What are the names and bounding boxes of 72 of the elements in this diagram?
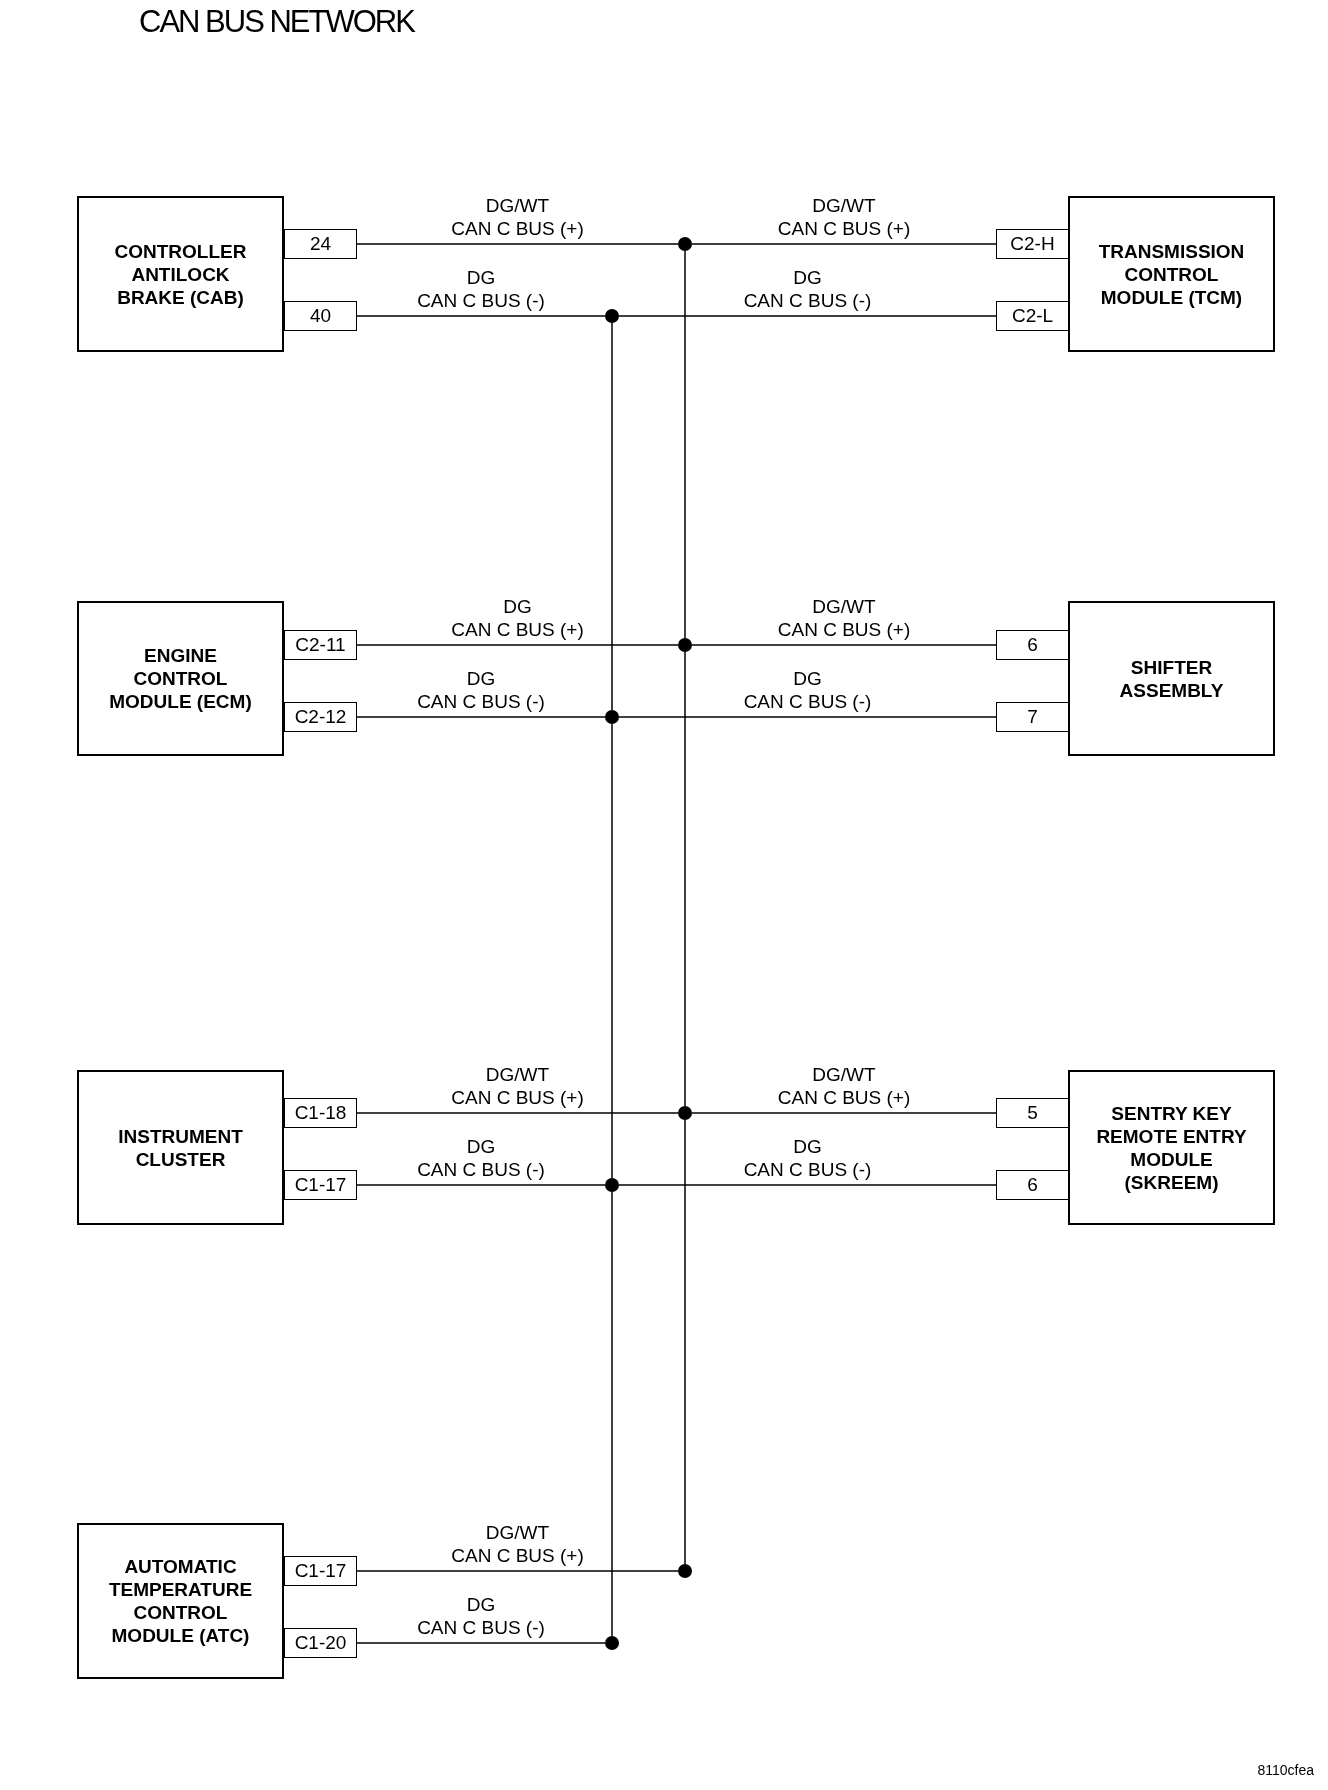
splice-dot — [678, 638, 692, 652]
splice-dot — [605, 1636, 619, 1650]
wire — [356, 644, 679, 646]
wire-label: DG CAN C BUS (+) — [451, 595, 584, 641]
wire-label: DG CAN C BUS (-) — [743, 667, 872, 713]
pin-box: 24 — [284, 229, 357, 259]
wire-label: DG CAN C BUS (-) — [417, 1135, 545, 1181]
pin-box: C1-17 — [284, 1170, 357, 1200]
wire-label: DG/WT CAN C BUS (+) — [777, 595, 911, 641]
pin-box: C2-12 — [284, 702, 357, 732]
wire-label: DG/WT CAN C BUS (+) — [451, 194, 584, 240]
module-name: SHIFTER ASSEMBLY — [1118, 655, 1225, 702]
module-box — [77, 1070, 284, 1225]
pin-box: C2-H — [996, 229, 1069, 259]
splice-dot — [678, 237, 692, 251]
pin-box: C1-17 — [284, 1556, 357, 1586]
wire-label: DG/WT CAN C BUS (+) — [451, 1063, 584, 1109]
splice-dot — [605, 710, 619, 724]
module-name: TRANSMISSION CONTROL MODULE (TCM) — [1097, 239, 1246, 309]
module-name: AUTOMATIC TEMPERATURE CONTROL MODULE (ATC) — [107, 1555, 254, 1647]
pin-box: C1-20 — [284, 1628, 357, 1658]
wire — [356, 1112, 679, 1114]
wire — [356, 716, 606, 718]
splice-dot — [678, 1106, 692, 1120]
wire — [691, 243, 997, 245]
pin-box: C2-L — [996, 301, 1069, 331]
wire-label: DG CAN C BUS (-) — [743, 1135, 872, 1181]
wire-label: DG CAN C BUS (-) — [417, 266, 545, 312]
module-box — [77, 1523, 284, 1679]
pin-box: 6 — [996, 1170, 1069, 1200]
wire-label: DG/WT CAN C BUS (+) — [777, 1063, 911, 1109]
wire — [356, 243, 679, 245]
wire — [618, 716, 997, 718]
wire — [684, 250, 686, 639]
pin-box: 40 — [284, 301, 357, 331]
wire-label: DG CAN C BUS (-) — [417, 667, 545, 713]
module-box — [77, 196, 284, 352]
wire — [618, 1184, 997, 1186]
wire — [611, 322, 613, 711]
wire — [611, 1191, 613, 1637]
wire-label: DG/WT CAN C BUS (+) — [451, 1521, 584, 1567]
wire-label: DG CAN C BUS (-) — [417, 1593, 545, 1639]
module-name: ENGINE CONTROL MODULE (ECM) — [108, 644, 253, 713]
wire — [356, 1570, 679, 1572]
splice-dot — [605, 309, 619, 323]
splice-dot — [605, 1178, 619, 1192]
module-box — [1068, 1070, 1275, 1225]
module-name: INSTRUMENT CLUSTER — [117, 1124, 244, 1171]
wire-label: DG CAN C BUS (-) — [743, 266, 872, 312]
wire — [356, 315, 606, 317]
figure-code: 8110cfea — [1257, 1762, 1314, 1778]
diagram-title: CAN BUS NETWORK — [139, 4, 414, 40]
wire-label: DG/WT CAN C BUS (+) — [777, 194, 911, 240]
splice-dot — [678, 1564, 692, 1578]
wire — [684, 1119, 686, 1565]
module-box — [1068, 601, 1275, 756]
module-name: CONTROLLER ANTILOCK BRAKE (CAB) — [113, 239, 248, 309]
wire — [611, 723, 613, 1179]
module-name: SENTRY KEY REMOTE ENTRY MODULE (SKREEM) — [1095, 1101, 1248, 1194]
wire — [691, 644, 997, 646]
pin-box: C2-11 — [284, 630, 357, 660]
pin-box: 6 — [996, 630, 1069, 660]
pin-box: 7 — [996, 702, 1069, 732]
wire — [684, 651, 686, 1107]
wire — [356, 1642, 606, 1644]
wire — [356, 1184, 606, 1186]
wire — [618, 315, 997, 317]
pin-box: C1-18 — [284, 1098, 357, 1128]
module-box — [77, 601, 284, 756]
module-box — [1068, 196, 1275, 352]
pin-box: 5 — [996, 1098, 1069, 1128]
wire — [691, 1112, 997, 1114]
